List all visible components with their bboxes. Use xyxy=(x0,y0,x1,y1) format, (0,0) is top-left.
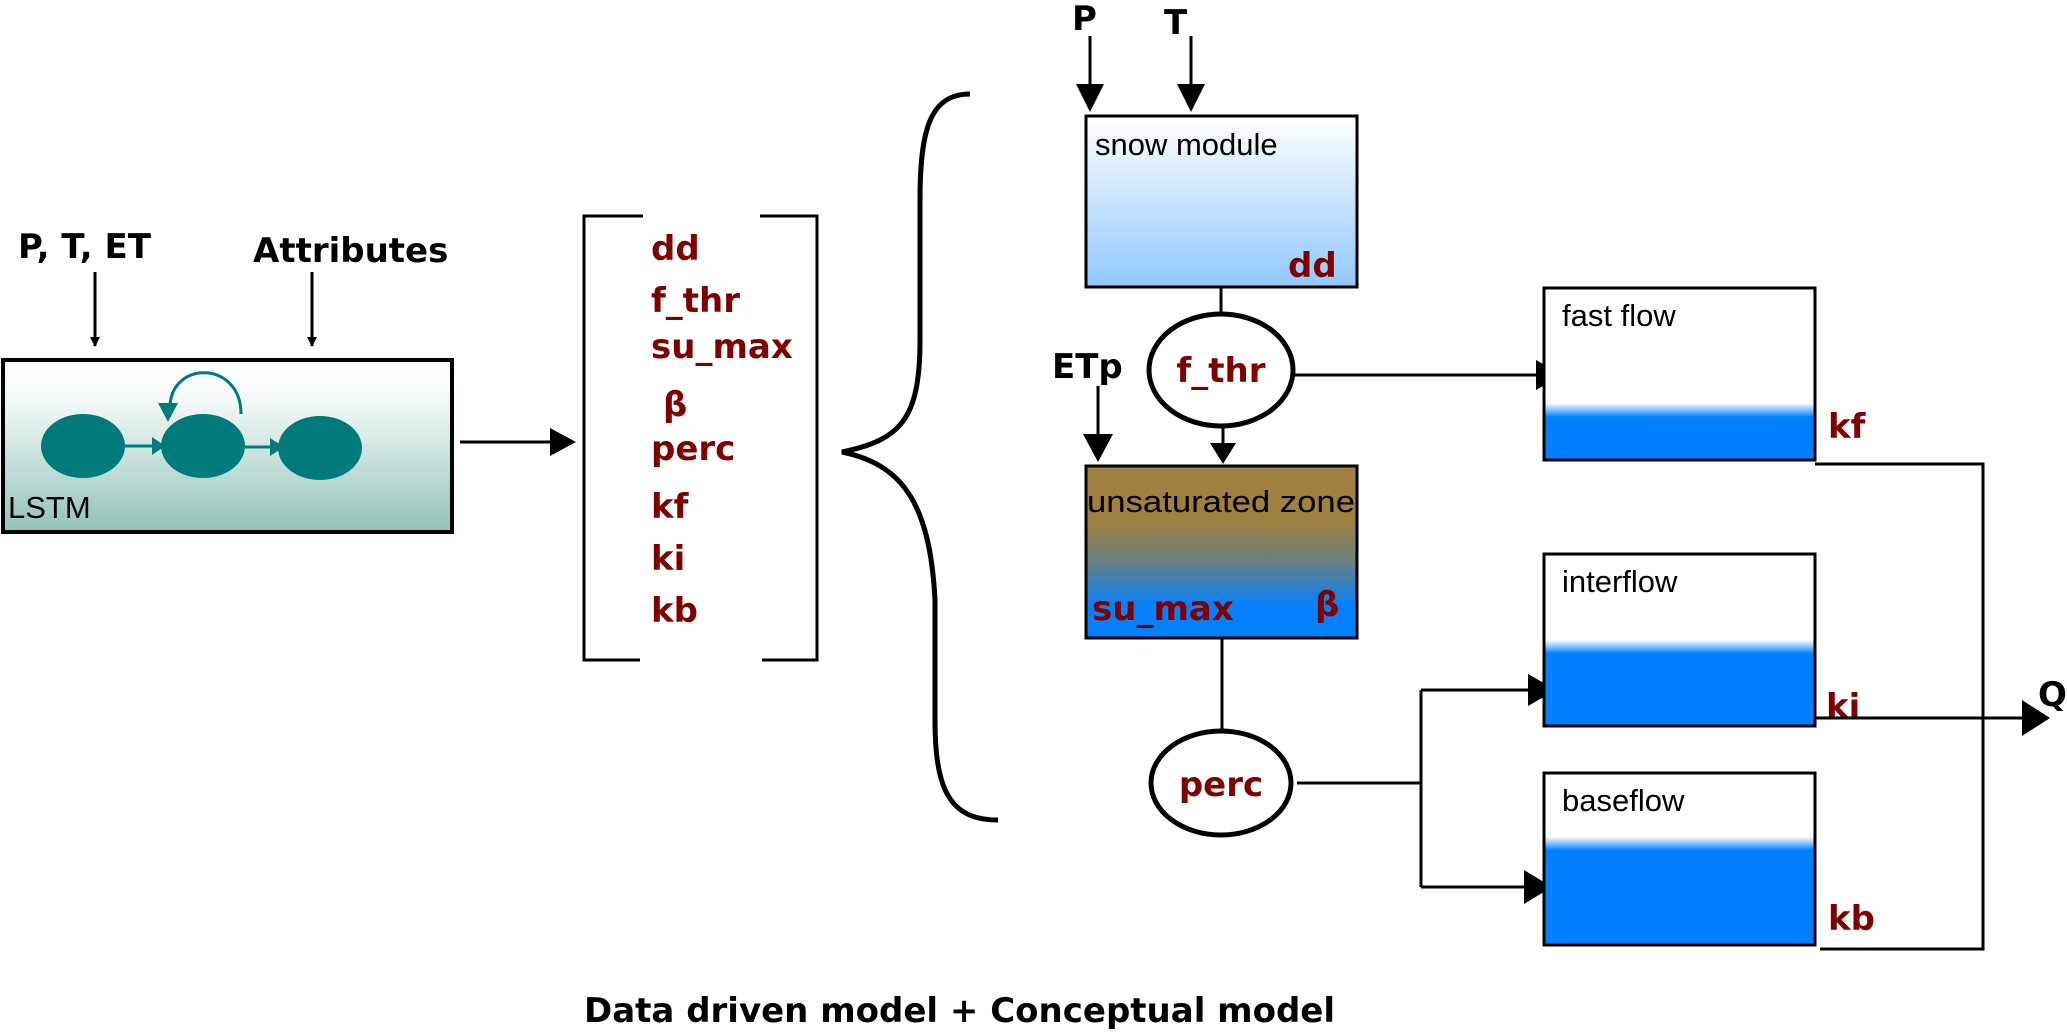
reservoir-label: baseflow xyxy=(1562,783,1685,818)
unsaturated-zone-param-beta: β xyxy=(1315,585,1339,625)
conceptual-model: P T snow module dd f_thr ETp unsaturated… xyxy=(1052,0,2067,951)
threshold-node xyxy=(1146,311,1296,429)
lstm-input-label-attributes: Attributes xyxy=(253,231,448,271)
param-item: su_max xyxy=(651,327,793,367)
threshold-label: f_thr xyxy=(1176,351,1265,391)
reservoir-param: kf xyxy=(1828,407,1867,447)
parameter-vector: dd f_thr su_max β perc kf ki kb xyxy=(582,214,819,662)
lstm-block: P, T, ET Attributes LSTM xyxy=(1,227,454,534)
snow-module-box xyxy=(1084,114,1359,289)
arrow-lstm-to-parameters-head xyxy=(550,428,576,456)
diagram-caption: Data driven model + Conceptual model xyxy=(584,991,1335,1031)
bracket-left xyxy=(582,214,643,662)
param-item: ki xyxy=(651,539,685,579)
input-label-precipitation: P xyxy=(1072,0,1097,39)
param-item: kf xyxy=(651,487,690,527)
bracket-right xyxy=(760,214,819,662)
reservoir-box-interflow xyxy=(1542,552,1817,728)
percolation-node xyxy=(1148,728,1294,838)
reservoirs: fast flow kf interflow ki baseflow kb xyxy=(1542,286,1875,947)
lstm-input-label-weather: P, T, ET xyxy=(18,227,152,267)
reservoir-label: interflow xyxy=(1562,564,1678,599)
lstm-node-hidden xyxy=(161,414,245,478)
unsaturated-zone-box xyxy=(1084,464,1359,640)
param-item: perc xyxy=(651,429,735,469)
input-label-etp: ETp xyxy=(1052,347,1123,387)
arrow-p-to-snow-head xyxy=(1076,84,1104,112)
reservoir-box-baseflow xyxy=(1542,771,1817,947)
discharge-label: Q xyxy=(2038,675,2067,715)
arrow-to-discharge-head xyxy=(2022,700,2050,736)
unsaturated-zone-label: unsaturated zone xyxy=(1087,484,1355,519)
lstm-node-input xyxy=(41,414,125,478)
reservoir-box-fast-flow xyxy=(1542,286,1817,462)
arrow-split-to-baseflow-head xyxy=(1524,870,1552,904)
arrow-split-to-interflow-head xyxy=(1528,674,1556,706)
snow-module-param: dd xyxy=(1288,246,1337,286)
param-item: kb xyxy=(651,591,698,631)
arrow-t-to-snow-head xyxy=(1177,84,1205,112)
lstm-edge-2-arrowhead xyxy=(270,438,284,456)
arrow-threshold-to-unsaturated-head xyxy=(1210,443,1236,464)
collector-line xyxy=(1815,462,1985,951)
param-item: dd xyxy=(651,229,700,269)
lstm-recurrent-loop xyxy=(168,371,243,415)
lstm-label: LSTM xyxy=(8,490,91,525)
reservoir-label: fast flow xyxy=(1562,298,1676,333)
param-item: f_thr xyxy=(651,281,740,321)
lstm-node-output xyxy=(278,416,362,480)
input-label-temperature: T xyxy=(1164,3,1188,43)
reservoir-param: kb xyxy=(1828,899,1875,939)
snow-module-label: snow module xyxy=(1095,127,1278,162)
lstm-recurrent-arrowhead xyxy=(158,403,178,422)
param-item: β xyxy=(663,385,687,425)
curly-brace xyxy=(841,91,999,823)
unsaturated-zone-param-sumax: su_max xyxy=(1092,589,1234,629)
arrow-etp-to-unsaturated-head xyxy=(1083,434,1113,462)
reservoir-param: ki xyxy=(1826,687,1860,727)
percolation-label: perc xyxy=(1179,765,1263,805)
lstm-edge-1-arrowhead xyxy=(152,437,165,455)
